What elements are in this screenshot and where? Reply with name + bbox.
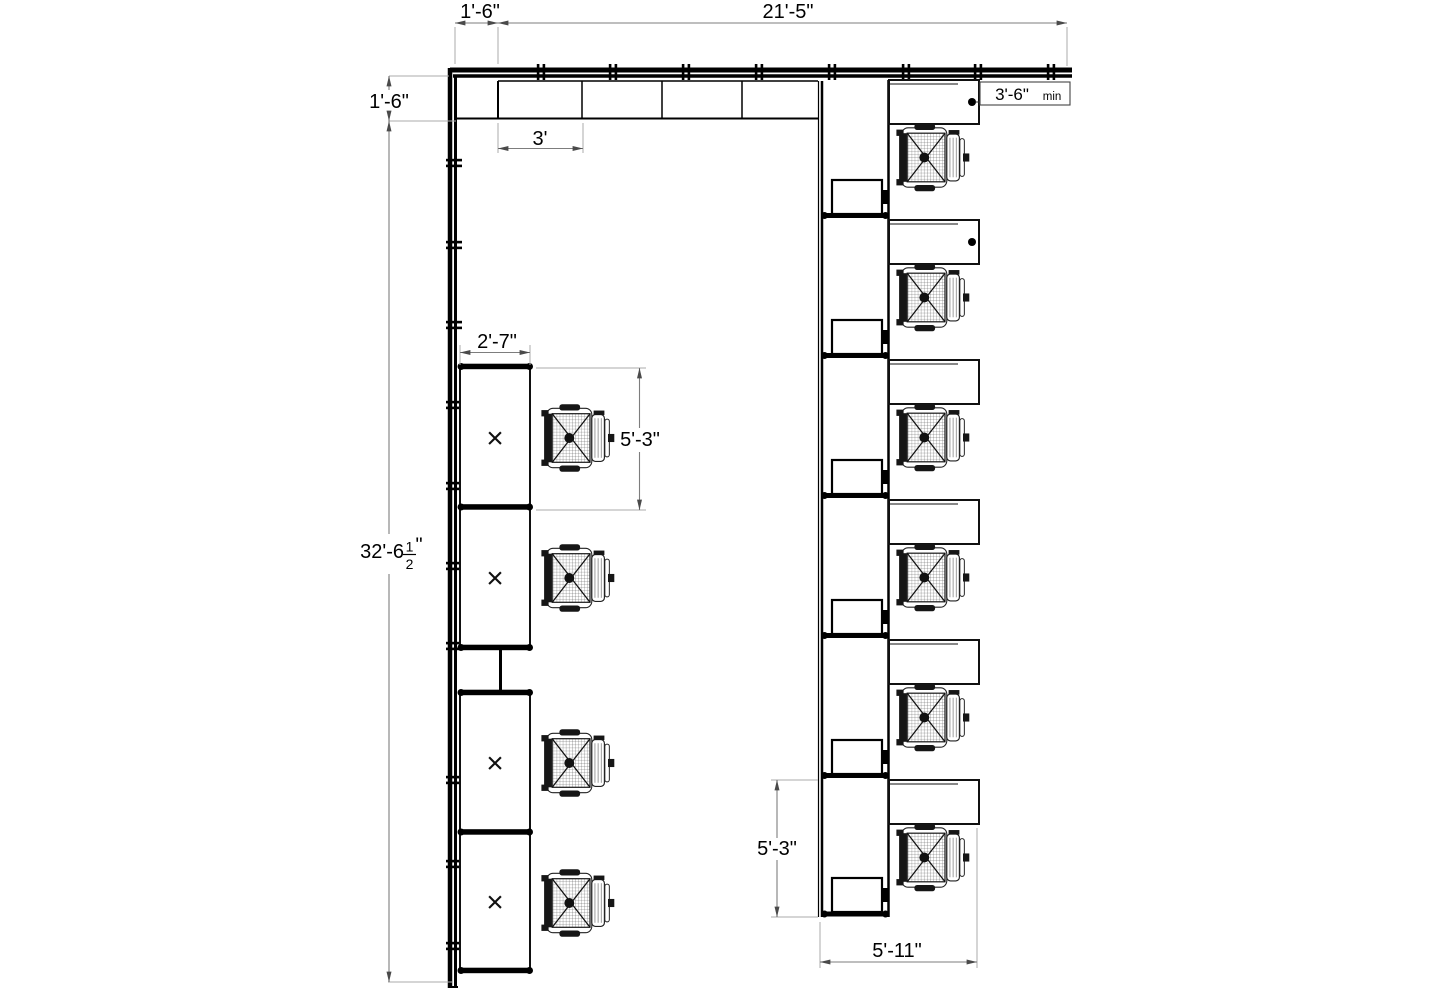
clearance-qualifier: min xyxy=(1043,91,1062,103)
office-chair xyxy=(895,403,970,472)
equipment-x-mark: × xyxy=(486,747,504,780)
dim-cabinet-width: 3' xyxy=(533,128,548,150)
desk-modesty-lines xyxy=(890,83,958,785)
partition-connector xyxy=(499,650,502,693)
desk xyxy=(459,693,531,832)
equipment-x-mark: × xyxy=(486,886,504,919)
dim-left-offset: 1'-6" xyxy=(369,91,409,113)
office-chair xyxy=(540,868,615,938)
office-chair xyxy=(540,403,615,473)
office-chair xyxy=(895,263,970,332)
office-chair xyxy=(540,543,615,613)
dim-desk-length: 5'-3" xyxy=(620,429,660,451)
top-wall-joints xyxy=(536,64,1056,80)
desk xyxy=(459,507,531,648)
clearance-note: 3'-6" min xyxy=(975,81,1071,106)
bay-divider-rails xyxy=(821,212,889,918)
equipment-x-mark: × xyxy=(486,562,504,595)
dim-left-span: 32'-6 1 2 " xyxy=(360,535,422,573)
dimension-labels: 1'-6" 21'-5" 1'-6" 32'-6 1 2 " 3' 2'-7" … xyxy=(360,1,922,962)
workstation-desks xyxy=(888,79,980,825)
equipment-x-mark: × xyxy=(486,422,504,455)
office-chair xyxy=(895,123,970,192)
dim-left-span-units: " xyxy=(416,535,423,557)
grommet-dot xyxy=(968,98,976,106)
office-chair xyxy=(540,728,615,798)
dim-bay-width: 5'-11" xyxy=(872,940,921,962)
left-desk-group: × × × × xyxy=(457,363,533,974)
office-chair xyxy=(895,683,970,752)
desk xyxy=(459,367,531,508)
dim-desk-depth: 2'-7" xyxy=(477,331,517,353)
office-chair xyxy=(895,823,970,892)
cabinet-run xyxy=(497,80,818,118)
desk-end-rails xyxy=(457,363,533,974)
left-wall-joints xyxy=(446,158,462,951)
grommet-dot xyxy=(968,238,976,246)
dim-left-span-denominator: 2 xyxy=(406,556,414,572)
dim-left-span-whole: 32'-6 xyxy=(360,541,404,563)
dim-top-offset: 1'-6" xyxy=(460,1,500,23)
dim-bay-height: 5'-3" xyxy=(757,838,797,860)
desk xyxy=(459,832,531,970)
dim-left-span-numerator: 1 xyxy=(406,539,414,555)
pedestal-cabinets xyxy=(830,178,889,914)
clearance-value: 3'-6" xyxy=(995,85,1029,104)
office-chair xyxy=(895,543,970,612)
workstation-spine xyxy=(817,79,980,918)
dim-top-span: 21'-5" xyxy=(763,1,814,23)
dimension-lines xyxy=(386,20,1068,983)
